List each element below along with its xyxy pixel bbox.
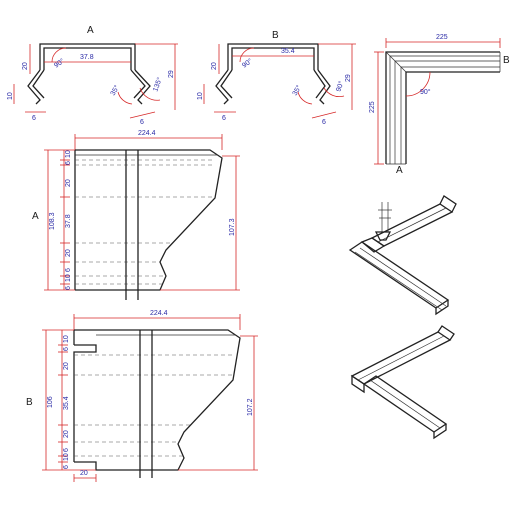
profile-b-top-width: 35.4 — [281, 48, 295, 55]
corner-frame: 225 225 90° A B — [369, 34, 510, 176]
flat-b-label: B — [26, 397, 33, 408]
flat-b-height-right: 107.2 — [247, 398, 254, 416]
flat-b-seg-2: 6 — [63, 347, 70, 351]
flat-pattern-b: B 224.4 10 6 20 35.4 20 6 10 — [26, 310, 258, 482]
profile-a: A 37.8 20 29 10 6 6 90° 35° 135° — [7, 25, 178, 126]
profile-b-height-right: 29 — [345, 74, 352, 82]
flat-a-seg-8: 6 — [65, 286, 72, 290]
profile-a-lip-left: 10 — [7, 92, 14, 100]
flat-b-width: 224.4 — [150, 310, 168, 317]
iso-view-top — [348, 195, 457, 316]
profile-b-angle-mid: 35° — [291, 84, 303, 97]
flat-b-seg-8: 6 — [63, 465, 70, 469]
corner-side-dim: 225 — [369, 101, 376, 113]
corner-angle: 90° — [420, 88, 431, 96]
profile-b: B 35.4 20 29 10 6 6 90° 35° 90° — [197, 30, 356, 126]
profile-b-lip-left: 10 — [197, 92, 204, 100]
profile-a-label: A — [87, 25, 94, 36]
corner-end-b: B — [503, 55, 510, 66]
flat-b-seg-4: 35.4 — [63, 396, 70, 410]
flat-b-seg-7: 10 — [63, 453, 70, 461]
flat-b-bottom-dim: 20 — [80, 470, 88, 477]
profile-b-angle-right: 90° — [334, 80, 345, 93]
profile-a-top-width: 37.8 — [80, 54, 94, 61]
flat-a-seg-4: 37.8 — [65, 214, 72, 228]
profile-a-flange-height: 20 — [22, 62, 29, 70]
flat-a-seg-7: 10 — [65, 274, 72, 282]
flat-b-height-total: 106 — [47, 396, 54, 408]
profile-a-lip-bottom-left: 6 — [32, 115, 36, 122]
flat-b-seg-1: 10 — [63, 335, 70, 343]
profile-b-lip-bottom-right: 6 — [322, 119, 326, 126]
iso-view-bottom — [350, 325, 455, 440]
flat-a-label: A — [32, 211, 39, 222]
flat-a-seg-3: 20 — [65, 179, 72, 187]
profile-a-angle-left: 90° — [53, 57, 66, 70]
profile-a-height-right: 29 — [168, 70, 175, 78]
flat-b-seg-3: 20 — [63, 362, 70, 370]
flat-a-seg-2: 6 — [65, 161, 72, 165]
profile-a-lip-bottom-right: 6 — [140, 119, 144, 126]
corner-top-dim: 225 — [436, 34, 448, 41]
flat-a-seg-5: 20 — [65, 249, 72, 257]
corner-end-a: A — [396, 165, 403, 176]
profile-b-angle-left: 90° — [241, 57, 254, 70]
flat-a-seg-6: 6 — [65, 268, 72, 272]
profile-b-label: B — [272, 30, 279, 41]
flat-a-width: 224.4 — [138, 130, 156, 137]
flat-b-seg-6: 6 — [63, 448, 70, 452]
flat-b-seg-5: 20 — [63, 430, 70, 438]
flat-a-seg-1: 10 — [65, 150, 72, 158]
profile-b-flange-height: 20 — [211, 62, 218, 70]
flat-a-height-right: 107.3 — [229, 218, 236, 236]
profile-b-lip-bottom-left: 6 — [222, 115, 226, 122]
flat-a-height-total: 108.3 — [49, 212, 56, 230]
profile-a-angle-right: 135° — [151, 76, 164, 93]
flat-pattern-a: A 224.4 10 6 20 37.8 — [32, 130, 240, 300]
